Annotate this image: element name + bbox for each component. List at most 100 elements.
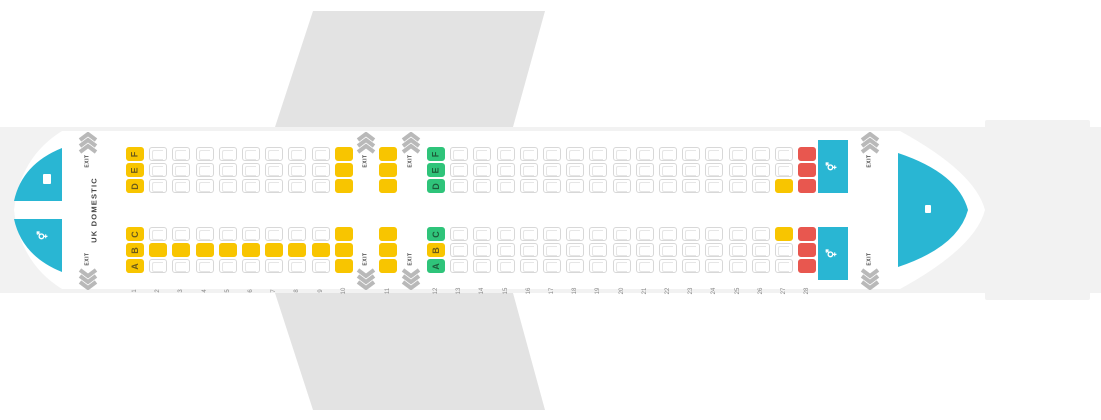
seat-1F[interactable]: F [126, 147, 144, 161]
seat-9D[interactable] [311, 179, 330, 193]
seat-11C[interactable] [379, 227, 397, 241]
seat-21B[interactable] [635, 243, 654, 257]
seat-24D[interactable] [705, 179, 724, 193]
seat-13D[interactable] [450, 179, 469, 193]
seat-27F[interactable] [775, 147, 793, 161]
seat-26E[interactable] [751, 163, 770, 177]
seat-9C[interactable] [311, 227, 330, 241]
seat-5E[interactable] [218, 163, 237, 177]
seat-3A[interactable] [172, 259, 191, 273]
seat-8F[interactable] [288, 147, 307, 161]
seat-24B[interactable] [705, 243, 724, 257]
seat-19E[interactable] [589, 163, 608, 177]
seat-23D[interactable] [682, 179, 701, 193]
seat-4E[interactable] [195, 163, 214, 177]
seat-23C[interactable] [682, 227, 701, 241]
seat-16E[interactable] [519, 163, 538, 177]
seat-7F[interactable] [265, 147, 284, 161]
seat-26C[interactable] [751, 227, 770, 241]
seat-25D[interactable] [728, 179, 747, 193]
seat-17B[interactable] [543, 243, 561, 257]
seat-25A[interactable] [728, 259, 747, 273]
seat-5A[interactable] [218, 259, 237, 273]
seat-14F[interactable] [473, 147, 492, 161]
seat-4C[interactable] [195, 227, 214, 241]
seat-4F[interactable] [195, 147, 214, 161]
seat-2A[interactable] [149, 259, 168, 273]
seat-16D[interactable] [519, 179, 538, 193]
seat-12A[interactable]: A [427, 259, 445, 273]
seat-15C[interactable] [496, 227, 515, 241]
seat-28F[interactable] [798, 147, 817, 161]
seat-23E[interactable] [682, 163, 701, 177]
seat-21C[interactable] [635, 227, 654, 241]
seat-23A[interactable] [682, 259, 701, 273]
seat-3C[interactable] [172, 227, 191, 241]
seat-25B[interactable] [728, 243, 747, 257]
seat-2E[interactable] [149, 163, 168, 177]
seat-11D[interactable] [379, 179, 397, 193]
seat-9A[interactable] [311, 259, 330, 273]
seat-28B[interactable] [798, 243, 817, 257]
seat-25C[interactable] [728, 227, 747, 241]
seat-8B[interactable] [288, 243, 307, 257]
seat-26A[interactable] [751, 259, 770, 273]
seat-5F[interactable] [218, 147, 237, 161]
seat-27A[interactable] [775, 259, 793, 273]
seat-12E[interactable]: E [427, 163, 445, 177]
seat-24E[interactable] [705, 163, 724, 177]
seat-27E[interactable] [775, 163, 793, 177]
seat-25E[interactable] [728, 163, 747, 177]
seat-26D[interactable] [751, 179, 770, 193]
seat-14D[interactable] [473, 179, 492, 193]
seat-28C[interactable] [798, 227, 817, 241]
seat-28D[interactable] [798, 179, 817, 193]
seat-16A[interactable] [519, 259, 538, 273]
seat-27B[interactable] [775, 243, 793, 257]
seat-24C[interactable] [705, 227, 724, 241]
seat-17E[interactable] [543, 163, 561, 177]
seat-19F[interactable] [589, 147, 608, 161]
seat-17F[interactable] [543, 147, 561, 161]
seat-5C[interactable] [218, 227, 237, 241]
seat-14E[interactable] [473, 163, 492, 177]
seat-7D[interactable] [265, 179, 284, 193]
seat-11B[interactable] [379, 243, 397, 257]
seat-19A[interactable] [589, 259, 608, 273]
seat-27D[interactable] [775, 179, 793, 193]
seat-1B[interactable]: B [126, 243, 144, 257]
seat-3D[interactable] [172, 179, 191, 193]
seat-15B[interactable] [496, 243, 515, 257]
seat-2C[interactable] [149, 227, 168, 241]
seat-8D[interactable] [288, 179, 307, 193]
seat-14C[interactable] [473, 227, 492, 241]
seat-20F[interactable] [612, 147, 631, 161]
seat-1C[interactable]: C [126, 227, 144, 241]
seat-1E[interactable]: E [126, 163, 144, 177]
seat-7C[interactable] [265, 227, 284, 241]
seat-23B[interactable] [682, 243, 701, 257]
seat-11A[interactable] [379, 259, 397, 273]
seat-18D[interactable] [566, 179, 585, 193]
seat-15A[interactable] [496, 259, 515, 273]
seat-15D[interactable] [496, 179, 515, 193]
seat-18A[interactable] [566, 259, 585, 273]
seat-7A[interactable] [265, 259, 284, 273]
seat-1A[interactable]: A [126, 259, 144, 273]
seat-21E[interactable] [635, 163, 654, 177]
seat-26F[interactable] [751, 147, 770, 161]
seat-10F[interactable] [334, 147, 353, 161]
seat-16B[interactable] [519, 243, 538, 257]
seat-18F[interactable] [566, 147, 585, 161]
seat-26B[interactable] [751, 243, 770, 257]
seat-10E[interactable] [334, 163, 353, 177]
seat-21F[interactable] [635, 147, 654, 161]
seat-25F[interactable] [728, 147, 747, 161]
seat-2B[interactable] [149, 243, 168, 257]
seat-28A[interactable] [798, 259, 817, 273]
seat-3B[interactable] [172, 243, 191, 257]
seat-22F[interactable] [659, 147, 677, 161]
seat-6C[interactable] [242, 227, 260, 241]
seat-13F[interactable] [450, 147, 469, 161]
seat-28E[interactable] [798, 163, 817, 177]
